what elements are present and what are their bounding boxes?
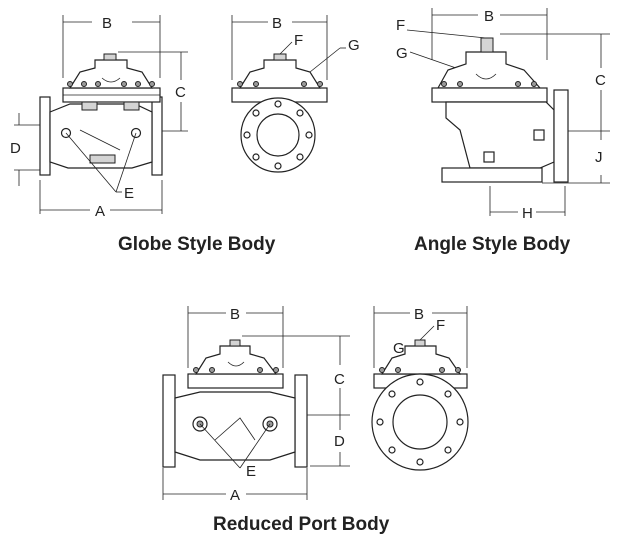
dim-label-c-3: C (334, 371, 345, 388)
callout-f: F (294, 32, 303, 49)
dim-label-a: A (95, 203, 105, 220)
dim-label-b-2: B (272, 15, 282, 32)
angle-style-view: B F G C J H (396, 8, 610, 222)
dim-label-b-3: B (484, 8, 494, 25)
callout-e-2: E (246, 463, 256, 480)
callout-g-3: G (393, 340, 405, 357)
dim-label-h: H (522, 205, 533, 222)
globe-side-view: B C D A (10, 15, 188, 220)
dim-label-b: B (102, 15, 112, 32)
dim-label-b-5: B (414, 306, 424, 323)
dim-label-c: C (175, 84, 186, 101)
dim-label-d: D (10, 140, 21, 157)
dim-label-c-2: C (595, 72, 606, 89)
caption-reduced-port: Reduced Port Body (213, 514, 390, 535)
dim-label-d-2: D (334, 433, 345, 450)
callout-g-2: G (396, 45, 408, 62)
dim-label-a-2: A (230, 487, 240, 504)
callout-g: G (348, 37, 360, 54)
dim-label-b-4: B (230, 306, 240, 323)
reduced-side-view: B C D A (162, 306, 350, 504)
caption-angle-style: Angle Style Body (414, 234, 571, 255)
callout-e: E (124, 185, 134, 202)
reduced-front-view: B F G (371, 306, 469, 471)
caption-globe-style: Globe Style Body (118, 234, 276, 255)
callout-f-3: F (436, 317, 445, 334)
callout-f-2: F (396, 17, 405, 34)
dim-label-j: J (595, 149, 603, 166)
globe-front-view: B F G (231, 15, 360, 173)
